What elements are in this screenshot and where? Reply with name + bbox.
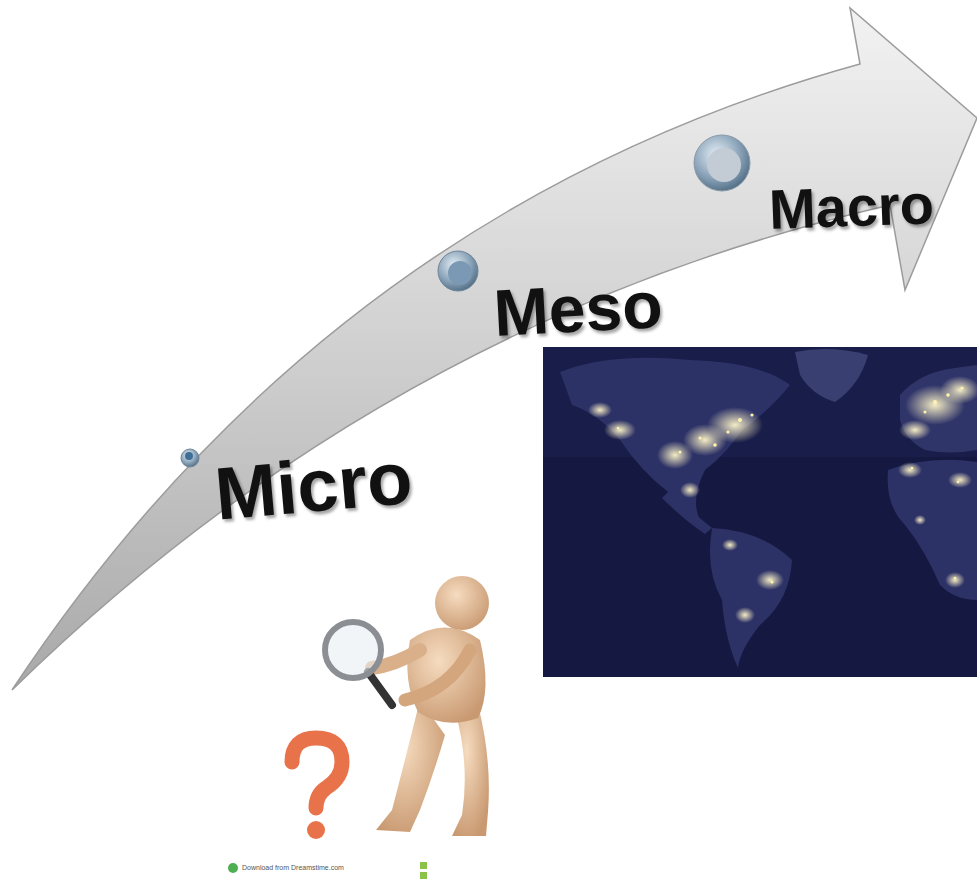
stage-label: Macro <box>768 176 935 238</box>
world-night-map <box>543 347 977 677</box>
watermark-icons <box>228 862 427 879</box>
curved-arrow <box>12 8 977 690</box>
stage-label: Meso <box>492 271 664 346</box>
person-with-magnifier <box>325 576 489 836</box>
question-mark <box>292 738 342 839</box>
stage-label: Micro <box>212 441 415 532</box>
watermark: Download from Dreamstime.com <box>242 864 344 871</box>
